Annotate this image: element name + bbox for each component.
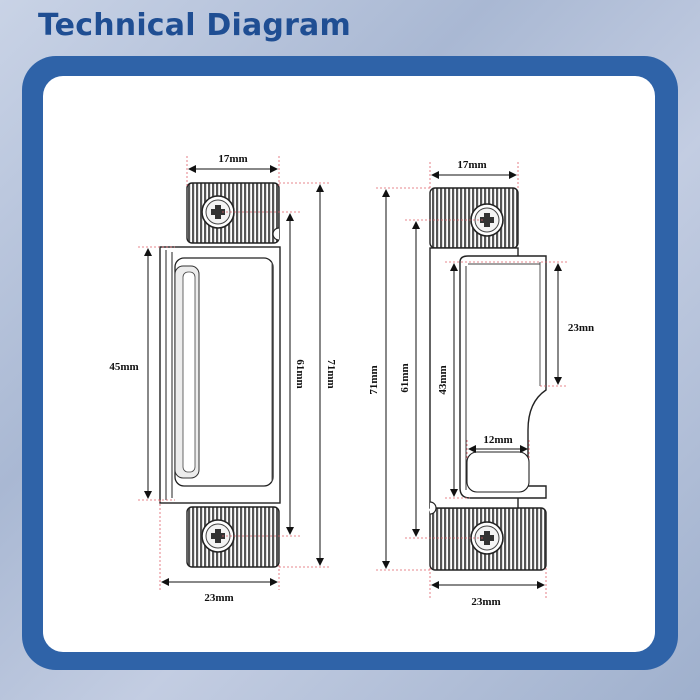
right-catch-height-label: 43mm (437, 365, 449, 394)
left-dimension-lines (144, 165, 324, 586)
right-total-height-label: 71mm (368, 365, 380, 394)
right-screw-spacing-label: 61mm (399, 363, 411, 392)
right-guide-lines (376, 162, 568, 598)
right-strike-plate (429, 187, 547, 571)
right-bottom-screw (470, 521, 504, 555)
right-slot-width-label: 12mm (483, 434, 512, 446)
right-dimension-lines (382, 171, 562, 589)
left-strike-plate (159, 182, 281, 568)
left-bottom-screw (201, 519, 235, 553)
page-title: Technical Diagram (38, 8, 351, 43)
left-top-width-label: 17mm (218, 153, 247, 165)
right-bottom-width-label: 23mm (471, 596, 500, 608)
left-top-screw (201, 195, 235, 229)
right-top-screw (470, 203, 504, 237)
left-inner-height-label: 45mm (109, 361, 138, 373)
right-top-width-label: 17mm (457, 159, 486, 171)
left-bottom-width-label: 23mm (204, 592, 233, 604)
left-guide-lines (138, 156, 330, 590)
right-hook-depth-label: 23mn (568, 322, 594, 334)
left-screw-spacing-label: 61mm (294, 359, 306, 388)
right-slot (466, 451, 530, 493)
left-total-height-label: 71mm (325, 359, 337, 388)
